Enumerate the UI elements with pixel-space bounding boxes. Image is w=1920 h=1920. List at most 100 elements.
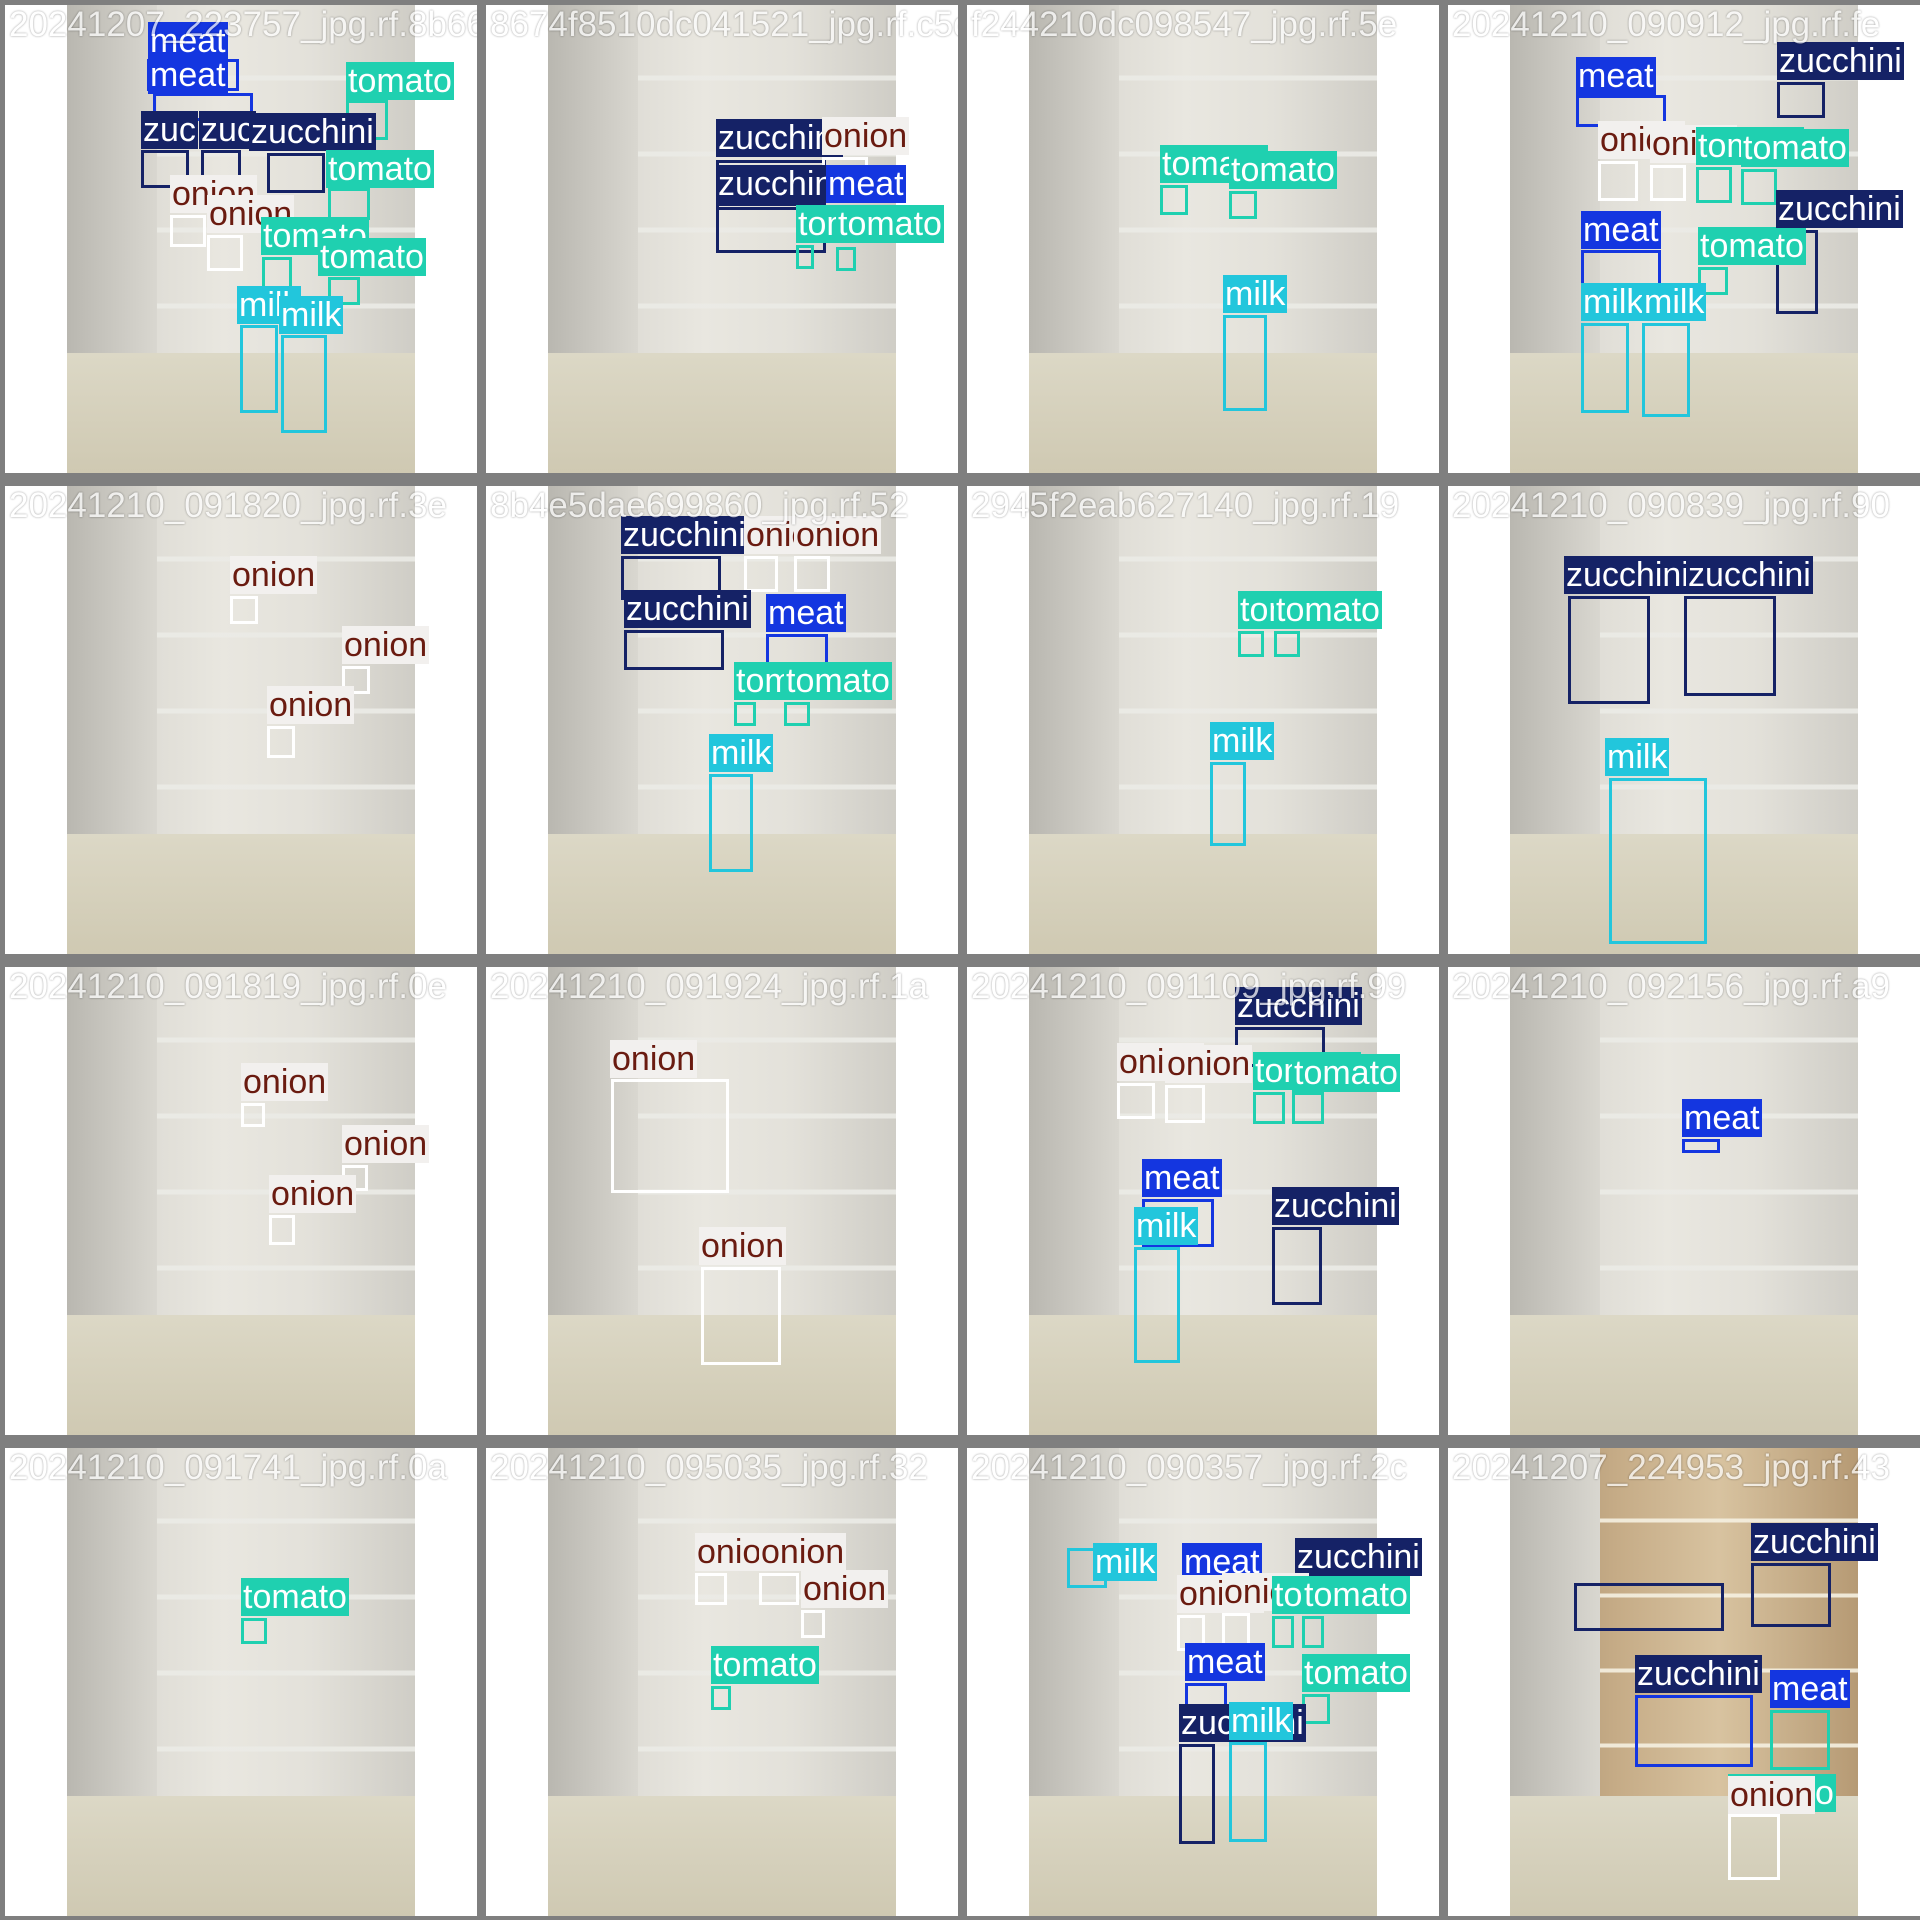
fridge-floor [548, 834, 896, 954]
onion-bounding-box [801, 1610, 825, 1638]
tomato-label: tomato [1229, 151, 1337, 189]
milk-bounding-box [240, 325, 278, 413]
onion-bounding-box [759, 1573, 799, 1605]
fridge-floor [1029, 1796, 1377, 1916]
milk-bounding-box [281, 335, 327, 433]
zucchini-label: zucchini [621, 516, 748, 554]
fridge-photo [67, 967, 415, 1435]
meat-label: meat [148, 22, 228, 60]
tomato-bounding-box [328, 188, 370, 220]
fridge-floor [1510, 1315, 1858, 1435]
milk-bounding-box [1229, 1742, 1267, 1842]
tomato-label: tomato [836, 205, 944, 243]
milk-bounding-box [1642, 323, 1690, 417]
onion-bounding-box [1598, 161, 1638, 201]
tile-title: f244210dc098547_jpg.rf.5e [971, 5, 1398, 44]
meat-bounding-box [1635, 1695, 1753, 1767]
milk-label: milk [1581, 283, 1646, 321]
tomato-bounding-box [1229, 191, 1257, 219]
milk-label: milk [1605, 738, 1670, 776]
meat-label: meat [766, 594, 846, 632]
fridge-floor [548, 1796, 896, 1916]
milk-label: milk [279, 296, 344, 334]
meat-label: meat [1142, 1159, 1222, 1197]
onion-label: onion [342, 1125, 430, 1163]
tile-title: 20241210_095035_jpg.rf.32 [490, 1448, 928, 1487]
zucchini-label: zucchini [1777, 42, 1904, 80]
image-tile: 20241207_223757_jpg.rf.8b66714f8510dc041… [5, 5, 477, 473]
zucchini-bounding-box [1272, 1227, 1322, 1305]
zucchini-label: zucchini [716, 165, 843, 203]
tomato-label: tomato [1274, 591, 1382, 629]
zucchini-bounding-box [1777, 82, 1825, 118]
onion-bounding-box [1222, 1613, 1250, 1647]
onion-bounding-box [269, 1215, 295, 1245]
tomato-bounding-box [1302, 1694, 1330, 1724]
fridge-floor [548, 1315, 896, 1435]
onion-label: onion [342, 626, 430, 664]
meat-label: meat [1581, 211, 1661, 249]
fridge-floor [1029, 834, 1377, 954]
onion-label: onion [794, 516, 882, 554]
zucchini-label: zucchini [1235, 987, 1362, 1025]
meat-label: meat [1576, 57, 1656, 95]
onion-bounding-box [170, 215, 206, 247]
zucchini-bounding-box [141, 150, 189, 188]
zucchini-label: zucchini [1564, 556, 1691, 594]
fridge-photo [548, 967, 896, 1435]
tomato-label: tomato [1741, 129, 1849, 167]
onion-label: onion [610, 1040, 698, 1078]
milk-bounding-box [709, 774, 753, 872]
tomato-bounding-box [328, 277, 360, 305]
tomato-bounding-box [836, 247, 856, 271]
milk-label: milk [709, 734, 774, 772]
onion-bounding-box [267, 726, 295, 758]
tomato-bounding-box [1696, 167, 1732, 203]
onion-label: onion [269, 1175, 357, 1213]
tomato-label: tomato [318, 238, 426, 276]
fridge-photo [1029, 5, 1377, 473]
tomato-bounding-box [241, 1618, 267, 1644]
milk-label: milk [1223, 275, 1288, 313]
milk-bounding-box [1609, 778, 1707, 944]
tomato-label: tomato [326, 150, 434, 188]
tomato-bounding-box [1274, 631, 1300, 657]
tomato-label: tomato [711, 1646, 819, 1684]
onion-label: onion [230, 556, 318, 594]
zucchini-bounding-box [1574, 1583, 1724, 1631]
milk-label: milk [1093, 1543, 1158, 1581]
milk-bounding-box [1223, 315, 1267, 411]
tile-title: 20241210_091741_jpg.rf.0a [9, 1448, 447, 1487]
zucchini-bounding-box [1751, 1563, 1831, 1627]
zucchini-label: zuc [199, 111, 256, 149]
meat-label: meat [148, 56, 228, 94]
fridge-floor [1029, 353, 1377, 473]
tomato-bounding-box [1160, 185, 1188, 215]
zucchini-label: zucchini [1635, 1655, 1762, 1693]
onion-bounding-box [241, 1103, 265, 1127]
tomato-bounding-box [796, 245, 814, 269]
zucchini-label: zucchini [716, 119, 843, 157]
tomato-bounding-box [262, 257, 292, 289]
tomato-bounding-box [784, 702, 810, 726]
onion-bounding-box [794, 556, 830, 592]
onion-bounding-box [230, 596, 258, 624]
tile-title: 20241210_090912_jpg.rf.fe [1452, 5, 1881, 44]
zucchini-label: zucchini [1686, 556, 1813, 594]
onion-label: onion [759, 1533, 847, 1571]
onion-bounding-box [744, 556, 778, 592]
milk-label: milk [1134, 1207, 1199, 1245]
zucchini-label: zucchini [249, 113, 376, 151]
